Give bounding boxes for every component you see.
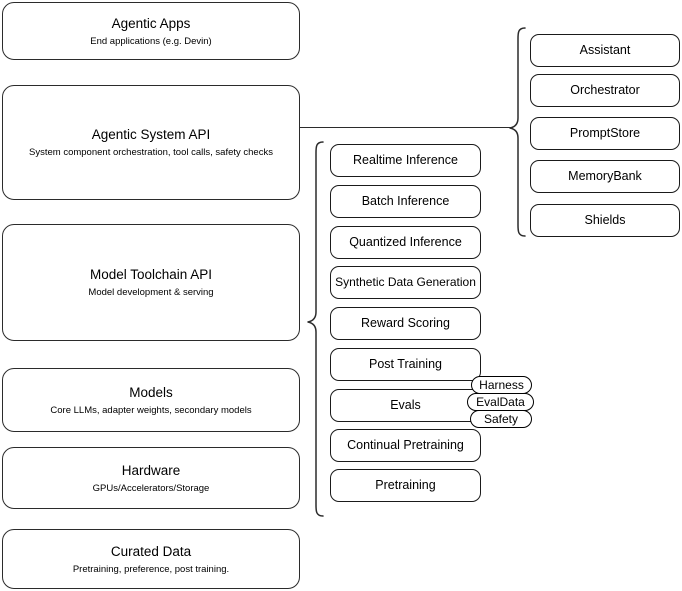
layer-title: Hardware <box>121 462 181 478</box>
node-realtime-inference[interactable]: Realtime Inference <box>330 144 481 177</box>
layer-card-models[interactable]: Models Core LLMs, adapter weights, secon… <box>2 368 300 432</box>
tag-pill-harness[interactable]: Harness <box>471 376 532 394</box>
node-orchestrator[interactable]: Orchestrator <box>530 74 680 107</box>
node-assistant[interactable]: Assistant <box>530 34 680 67</box>
node-continual-pretraining[interactable]: Continual Pretraining <box>330 429 481 462</box>
layer-subtitle: End applications (e.g. Devin) <box>90 35 212 47</box>
tag-pill-safety[interactable]: Safety <box>470 410 532 428</box>
node-synthetic-data-generation[interactable]: Synthetic Data Generation <box>330 266 481 299</box>
layer-card-agentic-apps[interactable]: Agentic Apps End applications (e.g. Devi… <box>2 2 300 60</box>
layer-subtitle: System component orchestration, tool cal… <box>29 147 273 158</box>
layer-subtitle: Core LLMs, adapter weights, secondary mo… <box>50 404 252 416</box>
layer-title: Models <box>129 384 173 400</box>
layer-subtitle: GPUs/Accelerators/Storage <box>92 482 210 494</box>
layer-card-model-toolchain-api[interactable]: Model Toolchain API Model development & … <box>2 224 300 341</box>
layer-title: Curated Data <box>110 543 192 559</box>
layer-title: Agentic System API <box>91 127 211 142</box>
brace-agentic-system-components <box>508 26 526 240</box>
layer-subtitle: Pretraining, preference, post training. <box>72 563 230 575</box>
layer-card-hardware[interactable]: Hardware GPUs/Accelerators/Storage <box>2 447 300 509</box>
layer-card-agentic-system-api[interactable]: Agentic System API System component orch… <box>2 85 300 200</box>
layer-title: Model Toolchain API <box>89 267 213 282</box>
node-batch-inference[interactable]: Batch Inference <box>330 185 481 218</box>
tag-pill-evaldata[interactable]: EvalData <box>467 393 534 411</box>
layer-subtitle: Model development & serving <box>88 287 214 298</box>
node-shields[interactable]: Shields <box>530 204 680 237</box>
node-evals[interactable]: Evals <box>330 389 481 422</box>
layer-card-curated-data[interactable]: Curated Data Pretraining, preference, po… <box>2 529 300 589</box>
node-post-training[interactable]: Post Training <box>330 348 481 381</box>
node-promptstore[interactable]: PromptStore <box>530 117 680 150</box>
layer-title: Agentic Apps <box>111 15 191 31</box>
brace-model-toolchain <box>306 140 324 518</box>
connector-agentic-system-api-to-components <box>300 127 513 129</box>
node-memorybank[interactable]: MemoryBank <box>530 160 680 193</box>
node-reward-scoring[interactable]: Reward Scoring <box>330 307 481 340</box>
node-quantized-inference[interactable]: Quantized Inference <box>330 226 481 259</box>
node-pretraining[interactable]: Pretraining <box>330 469 481 502</box>
